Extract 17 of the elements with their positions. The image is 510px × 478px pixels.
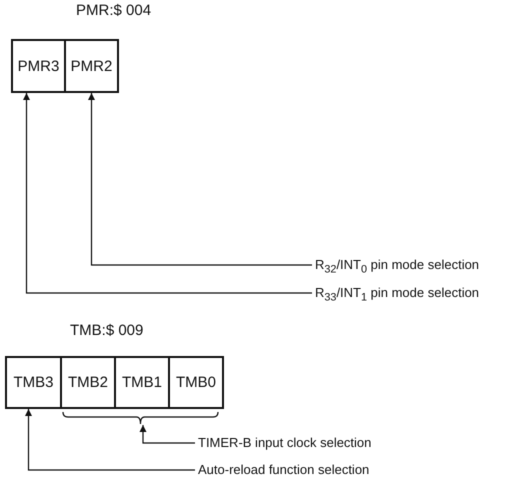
leader-arrow bbox=[88, 93, 312, 266]
leader-arrow bbox=[140, 425, 195, 444]
register-bit-cell: TMB1 bbox=[114, 356, 170, 409]
register-bit-cell: TMB3 bbox=[5, 356, 62, 409]
brace bbox=[62, 411, 219, 425]
leader-arrow bbox=[25, 409, 195, 471]
description-text: R$_{32}$/INT$_{0}$ pin mode selection bbox=[315, 257, 480, 278]
register-address-label: PMR:$ 004 bbox=[76, 2, 152, 19]
description-text: Auto-reload function selection bbox=[198, 462, 370, 478]
leader-arrow bbox=[23, 93, 312, 294]
register-bit-cell: TMB0 bbox=[168, 356, 224, 409]
description-text: R$_{33}$/INT$_{1}$ pin mode selection bbox=[315, 285, 480, 306]
register-bit-cell: PMR3 bbox=[11, 39, 66, 93]
description-text: TIMER-B input clock selection bbox=[198, 435, 372, 451]
register-address-label: TMB:$ 009 bbox=[70, 322, 144, 339]
register-bit-cell: PMR2 bbox=[64, 39, 119, 93]
register-bit-cell: TMB2 bbox=[60, 356, 116, 409]
